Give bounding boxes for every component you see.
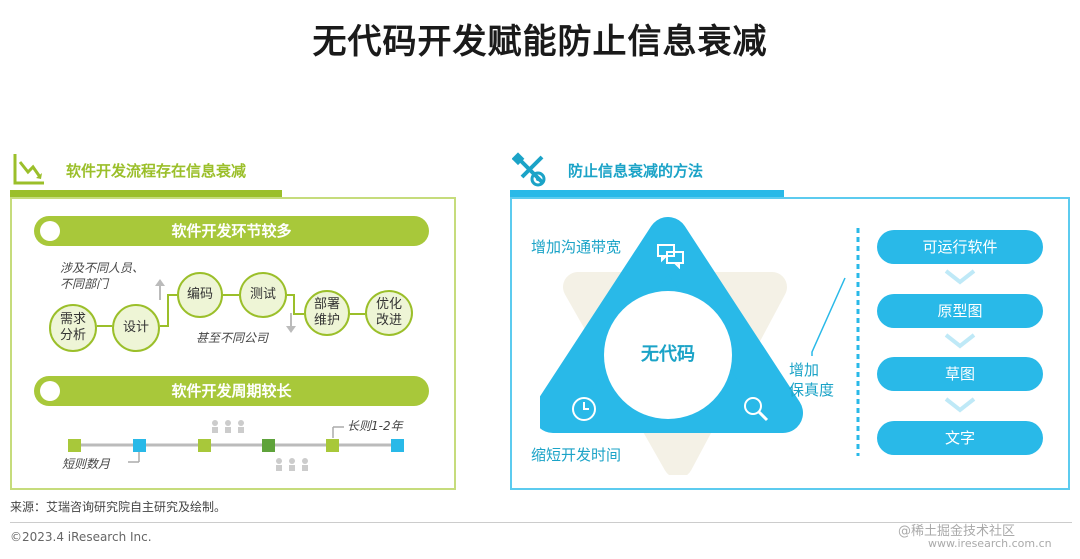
person-icon	[276, 458, 308, 471]
trend-down-icon	[13, 154, 44, 185]
footer-divider	[10, 522, 1072, 523]
label-bandwidth: 增加沟通带宽	[531, 238, 622, 256]
process-connectors	[97, 279, 365, 333]
timeline-marker	[133, 439, 146, 452]
label-shorten-time: 缩短开发时间	[531, 446, 622, 464]
right-section-title: 防止信息衰减的方法	[568, 162, 704, 180]
clock-icon	[572, 397, 596, 421]
label-fidelity: 增加 保真度	[789, 361, 835, 399]
note-different-people: 涉及不同人员、 不同部门	[60, 261, 145, 291]
page-title: 无代码开发赋能防止信息衰减	[312, 22, 768, 62]
person-icon	[212, 420, 244, 433]
node-deploy-label: 部署 维护	[313, 297, 340, 328]
pill-dot-1	[40, 221, 60, 241]
note-long-cycle: 长则1-2年	[347, 419, 403, 433]
pill-long-cycle-label: 软件开发周期较长	[171, 382, 292, 400]
pill-many-stages-label: 软件开发环节较多	[171, 222, 292, 240]
node-design-label: 设计	[122, 320, 149, 335]
node-requirements: 需求 分析	[49, 304, 97, 352]
timeline-marker	[198, 439, 211, 452]
left-section-title: 软件开发流程存在信息衰减	[66, 162, 247, 180]
chevron-down-icon	[944, 269, 976, 413]
node-requirements-label: 需求 分析	[59, 312, 86, 343]
stack-prototype: 原型图	[877, 294, 1043, 328]
stack-runnable-software: 可运行软件	[877, 230, 1043, 264]
node-coding: 编码	[177, 272, 223, 318]
chat-icon	[657, 244, 684, 269]
magnifier-icon	[744, 397, 769, 422]
node-coding-label: 编码	[186, 287, 213, 302]
node-testing: 测试	[239, 272, 287, 318]
node-design: 设计	[112, 304, 160, 352]
pill-many-stages: 软件开发环节较多	[34, 216, 429, 246]
left-title-bar	[10, 190, 282, 197]
tools-icon	[512, 152, 546, 187]
timeline-marker	[262, 439, 275, 452]
triangle-diagram	[540, 217, 803, 475]
pill-long-cycle: 软件开发周期较长	[34, 376, 429, 406]
watermark-url: www.iresearch.com.cn	[928, 537, 1052, 550]
stack-text: 文字	[877, 421, 1043, 455]
timeline	[70, 420, 398, 471]
node-testing-label: 测试	[249, 287, 276, 302]
node-optimize: 优化 改进	[365, 290, 413, 336]
note-different-companies: 甚至不同公司	[196, 331, 269, 345]
source-note: 来源：艾瑞咨询研究院自主研究及绘制。	[10, 500, 227, 514]
node-optimize-label: 优化 改进	[375, 297, 402, 328]
right-panel-box	[510, 197, 1070, 490]
right-title-bar	[510, 190, 784, 197]
node-deploy: 部署 维护	[304, 290, 350, 336]
note-short-cycle: 短则数月	[62, 457, 111, 471]
stack-sketch: 草图	[877, 357, 1043, 391]
fidelity-connector	[811, 228, 860, 456]
copyright: ©2023.4 iResearch Inc.	[10, 530, 152, 544]
pill-dot-2	[40, 381, 60, 401]
timeline-marker	[68, 439, 81, 452]
watermark: @稀土掘金技术社区	[898, 524, 1016, 539]
timeline-marker	[326, 439, 339, 452]
center-label: 无代码	[641, 344, 695, 365]
left-panel-box	[10, 197, 456, 490]
timeline-marker	[391, 439, 404, 452]
